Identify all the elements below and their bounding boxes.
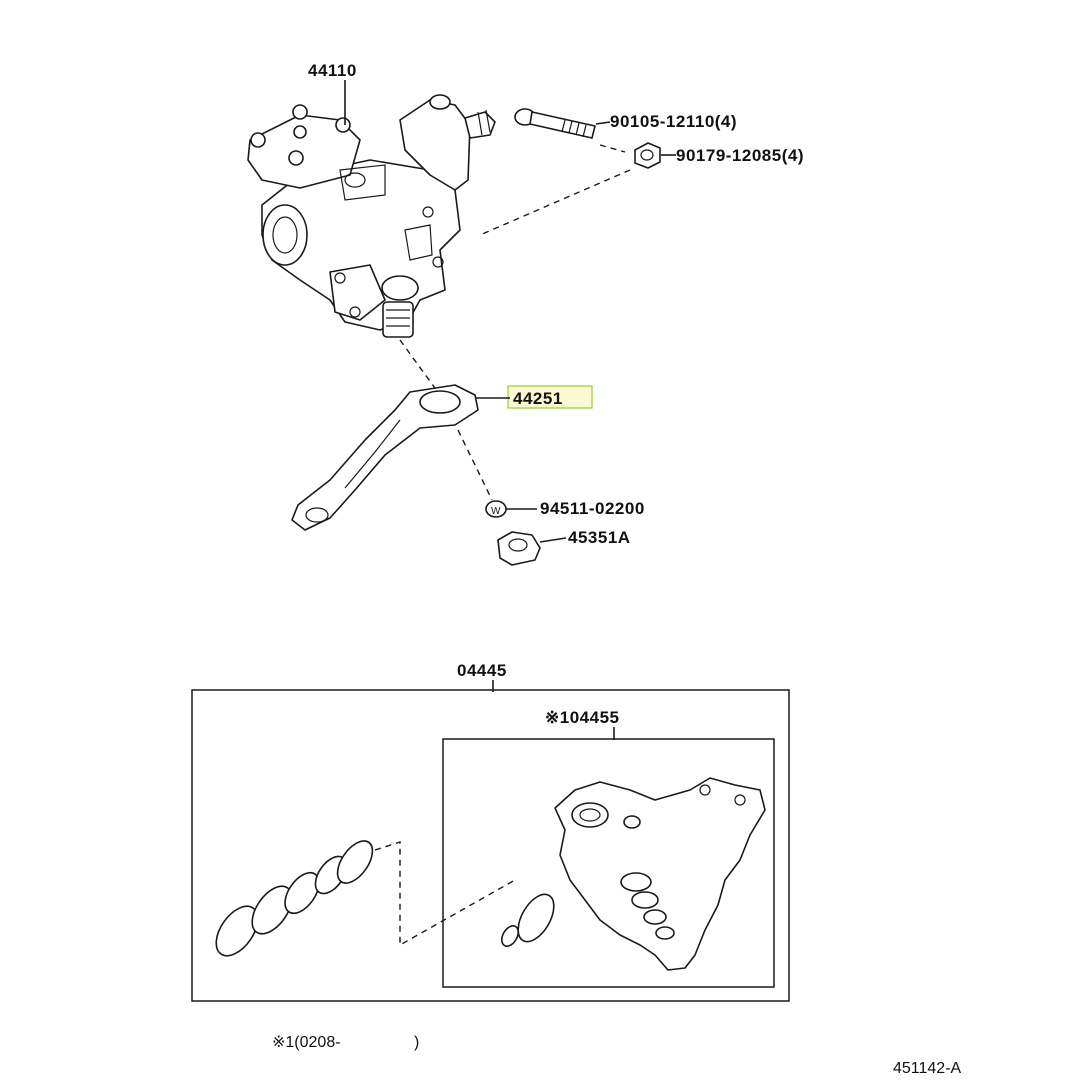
callout-90179-12085[interactable]: 90179-12085(4): [676, 146, 804, 165]
gasket-part[interactable]: [554, 777, 766, 971]
callout-44251[interactable]: 44251: [513, 389, 563, 408]
washer-nut-part[interactable]: [634, 142, 661, 169]
svg-text:W: W: [491, 506, 501, 517]
gasket-kit-outer-box: [191, 689, 790, 1002]
pitman-arm-part[interactable]: [291, 384, 479, 531]
footnote-text: ※1(0208-: [272, 1034, 341, 1051]
footnote-close-paren: ): [414, 1034, 419, 1051]
bolt-part[interactable]: [514, 108, 596, 139]
lock-washer-part[interactable]: W: [485, 500, 507, 518]
callout-94511-02200[interactable]: 94511-02200: [540, 499, 645, 518]
o-ring-set[interactable]: [208, 835, 380, 963]
callout-04445[interactable]: 04445: [457, 661, 507, 680]
callout-90105-12110[interactable]: 90105-12110(4): [610, 112, 737, 131]
diagram-reference: 451142-A: [893, 1060, 962, 1077]
sub-kit-inner-box: [442, 738, 775, 988]
callout-45351A[interactable]: 45351A: [568, 528, 631, 547]
nut-part[interactable]: [497, 531, 541, 566]
steering-gear-assembly[interactable]: [247, 94, 496, 338]
callout-44110[interactable]: 44110: [308, 61, 357, 80]
inner-o-rings[interactable]: [498, 888, 561, 949]
callout-04455[interactable]: ※104455: [545, 708, 619, 727]
highlight-44251: [507, 385, 593, 409]
